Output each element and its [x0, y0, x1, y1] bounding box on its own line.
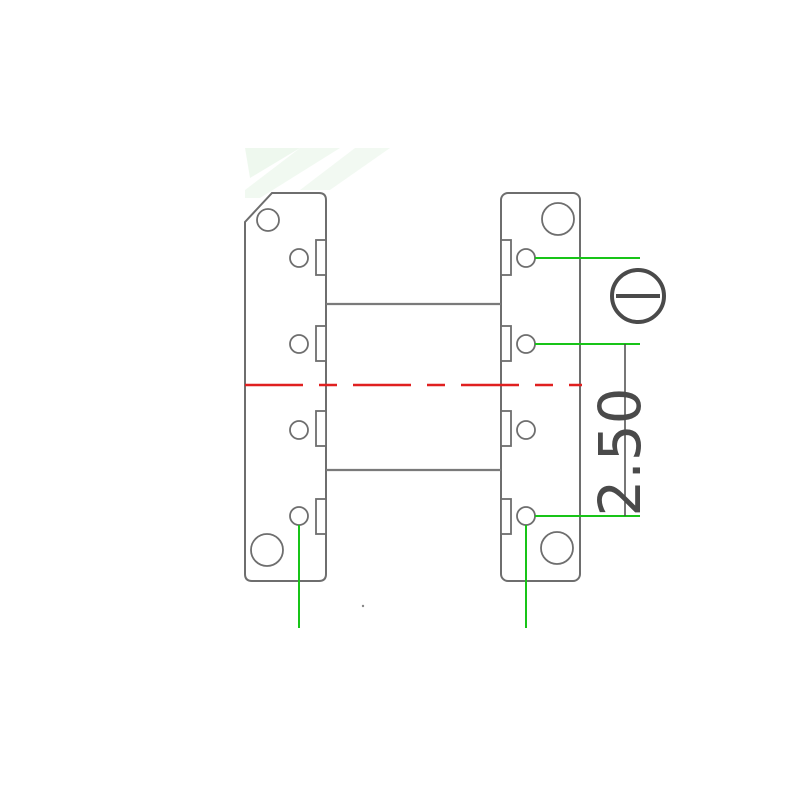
pin-tab-right-4: [500, 498, 512, 535]
dimension-label: 2.50: [586, 387, 654, 516]
mounting-hole-left-top: [256, 208, 280, 232]
left-flange: [244, 192, 327, 582]
pin-tab-left-3: [315, 410, 327, 447]
speck: [361, 604, 365, 608]
mounting-hole-left-bottom: [250, 533, 284, 567]
pin-tab-left-1: [315, 239, 327, 276]
pin-tab-left-4: [315, 498, 327, 535]
pin-left-2: [289, 334, 309, 354]
pin-tab-left-2: [315, 325, 327, 362]
pin-left-1: [289, 248, 309, 268]
pin-tab-right-1: [500, 239, 512, 276]
right-flange: [500, 192, 581, 582]
pin-tab-right-2: [500, 325, 512, 362]
pin-left-3: [289, 420, 309, 440]
partial-circle-symbol: [610, 268, 666, 324]
pin-right-3: [516, 420, 536, 440]
pin-right-1: [516, 248, 536, 268]
pin-left-4: [289, 506, 309, 526]
pin-right-4: [516, 506, 536, 526]
watermark: [245, 148, 390, 198]
pin-right-2: [516, 334, 536, 354]
pin-tab-right-3: [500, 410, 512, 447]
mounting-hole-right-bottom: [540, 531, 574, 565]
mounting-hole-right-top: [541, 202, 575, 236]
